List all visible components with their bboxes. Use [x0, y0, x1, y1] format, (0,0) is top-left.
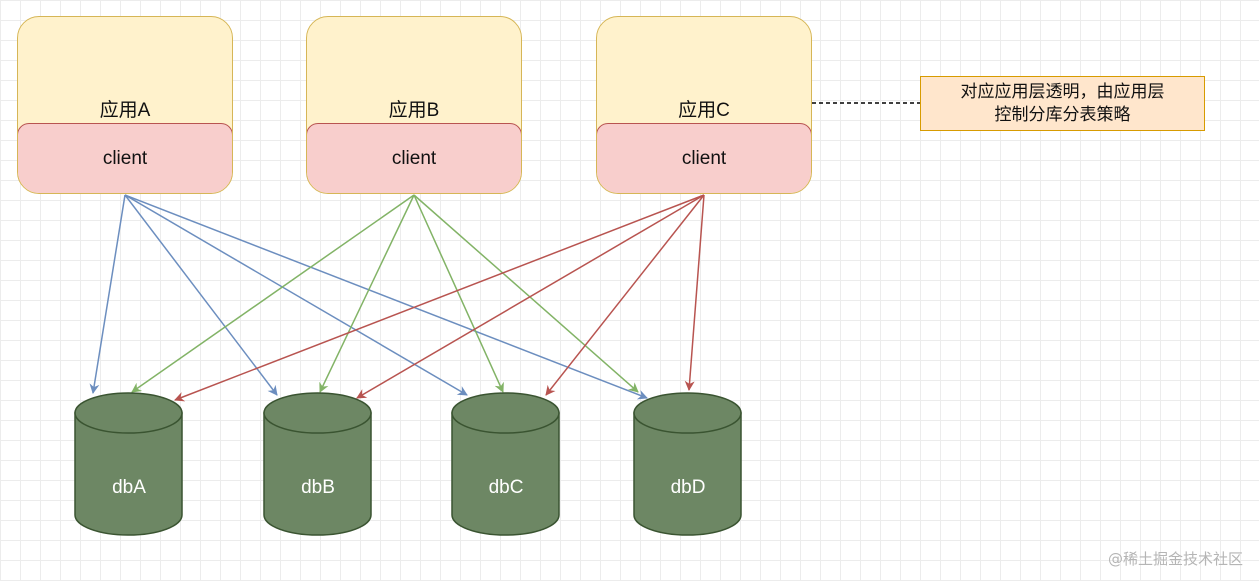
- arrow-a-to-dbc: [124, 194, 468, 396]
- arrow-b-to-dbd: [413, 194, 639, 393]
- arrow-b-to-dbc: [413, 194, 504, 393]
- app-box-c: 应用C client: [596, 16, 812, 194]
- app-box-a: 应用A client: [17, 16, 233, 194]
- arrow-b-to-dbb: [319, 194, 415, 393]
- db-cylinder-dbc: [451, 392, 560, 536]
- note-line-1: 对应应用层透明，由应用层: [960, 81, 1165, 102]
- app-title: 应用B: [388, 100, 440, 121]
- db-cylinder-dbb: [263, 392, 372, 536]
- db-label-dba: dbA: [112, 477, 146, 498]
- db-cylinder-dbd: [633, 392, 742, 536]
- arrow-a-to-dbb: [124, 194, 278, 396]
- app-box-b: 应用B client: [306, 16, 522, 194]
- arrow-b-to-dba: [131, 194, 415, 393]
- db-cylinder-dba: [74, 392, 183, 536]
- watermark-text: @稀土掘金技术社区: [1107, 550, 1243, 568]
- app-title: 应用A: [99, 100, 151, 121]
- db-label-dbb: dbB: [301, 477, 335, 498]
- arrow-c-to-dbd: [684, 194, 705, 391]
- client-box: client: [18, 123, 232, 193]
- arrow-c-to-dba: [174, 194, 705, 402]
- arrow-a-to-dba: [89, 194, 126, 394]
- strategy-note: 对应应用层透明，由应用层 控制分库分表策略: [920, 76, 1205, 131]
- arrow-c-to-dbb: [356, 194, 705, 399]
- client-box: client: [307, 123, 521, 193]
- app-title: 应用C: [678, 100, 730, 121]
- client-box: client: [597, 123, 811, 193]
- db-label-dbc: dbC: [488, 477, 524, 498]
- note-line-2: 控制分库分表策略: [994, 104, 1131, 125]
- arrow-a-to-dbd: [124, 194, 648, 400]
- db-label-dbd: dbD: [670, 477, 706, 498]
- arrow-c-to-dbc: [545, 194, 705, 396]
